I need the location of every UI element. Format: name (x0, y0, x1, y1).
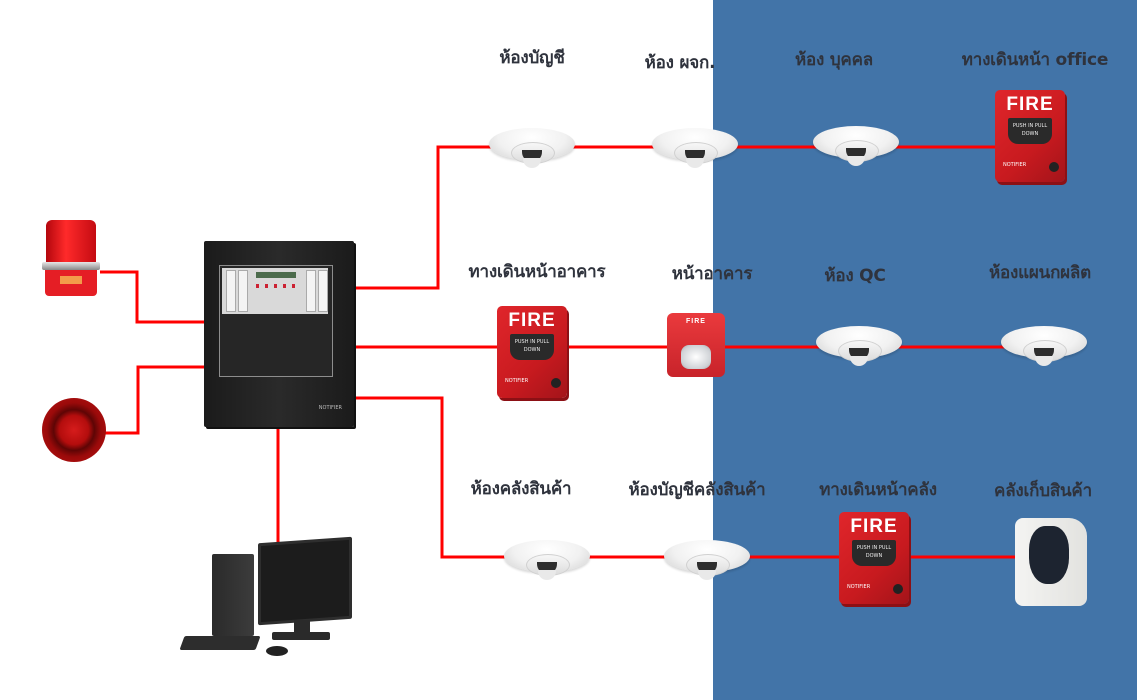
pc-stand (294, 620, 310, 632)
beacon-band (42, 262, 100, 270)
key-icon (893, 584, 903, 594)
led-strip (238, 270, 248, 312)
horn-strobe-icon: FIRE (667, 313, 725, 377)
smoke-detector-icon (489, 120, 575, 174)
alarm-horn-icon (42, 398, 106, 462)
device-label: ห้องบัญชีคลังสินค้า (628, 480, 766, 500)
panel-display (222, 268, 328, 314)
device-label: ห้องบัญชี (499, 48, 565, 68)
panel-window (219, 265, 333, 377)
lcd-screen (256, 272, 296, 278)
smoke-detector-icon (664, 532, 750, 586)
device-label: ทางเดินหน้าคลัง (819, 480, 937, 500)
computer-icon (172, 536, 352, 660)
key-icon (551, 378, 561, 388)
panel-logo: NOTIFIER (318, 405, 342, 411)
smoke-detector-icon (504, 532, 590, 586)
fire-alarm-control-panel: NOTIFIER (204, 241, 354, 427)
pull-station-brand: NOTIFIER (505, 378, 529, 384)
device-label: หน้าอาคาร (671, 264, 753, 284)
manual-pull-station-icon: FIRE PUSH IN PULL DOWN NOTIFIER (995, 90, 1065, 182)
smoke-detector-icon (813, 118, 899, 172)
beacon-plate (60, 276, 82, 284)
beacon-dome (46, 220, 96, 264)
pc-tower (212, 554, 254, 636)
panel-buttons (256, 284, 298, 288)
smoke-detector-icon (1001, 318, 1087, 372)
wire-horn (104, 365, 206, 435)
led-strip (306, 270, 316, 312)
pc-keyboard (179, 636, 261, 650)
manual-pull-station-icon: FIRE PUSH IN PULL DOWN NOTIFIER (497, 306, 567, 398)
key-icon (1049, 162, 1059, 172)
warning-beacon-icon (42, 220, 100, 298)
pull-station-brand: NOTIFIER (847, 584, 871, 590)
manual-pull-station-icon: FIRE PUSH IN PULL DOWN NOTIFIER (839, 512, 909, 604)
smoke-detector-icon (816, 318, 902, 372)
pc-monitor (258, 536, 352, 626)
led-strip (318, 270, 328, 312)
device-label: ห้อง QC (824, 266, 886, 286)
device-label: ห้องคลังสินค้า (470, 479, 572, 499)
strobe-title: FIRE (686, 318, 706, 325)
wire-beacon (100, 270, 206, 324)
strobe-lens (681, 345, 711, 369)
pull-station-handle: PUSH IN PULL DOWN (1008, 118, 1052, 144)
pull-station-handle: PUSH IN PULL DOWN (510, 334, 554, 360)
pull-station-handle: PUSH IN PULL DOWN (852, 540, 896, 566)
smoke-detector-icon (652, 120, 738, 174)
pull-station-title: FIRE (1006, 94, 1054, 115)
device-label: คลังเก็บสินค้า (994, 481, 1092, 501)
device-label: ห้อง บุคคล (795, 50, 873, 70)
pull-station-brand: NOTIFIER (1003, 162, 1027, 168)
pull-station-title: FIRE (508, 310, 556, 331)
pc-foot (272, 632, 330, 640)
device-label: ห้อง ผจก. (644, 53, 716, 73)
device-label: ห้องแผนกผลิต (989, 263, 1091, 283)
beam-lens (1029, 526, 1069, 584)
device-label: ทางเดินหน้า office (961, 50, 1109, 70)
led-strip (226, 270, 236, 312)
beam-detector-icon (1015, 518, 1087, 606)
pull-station-title: FIRE (850, 516, 898, 537)
pc-mouse (266, 646, 288, 656)
device-label: ทางเดินหน้าอาคาร (468, 262, 606, 282)
